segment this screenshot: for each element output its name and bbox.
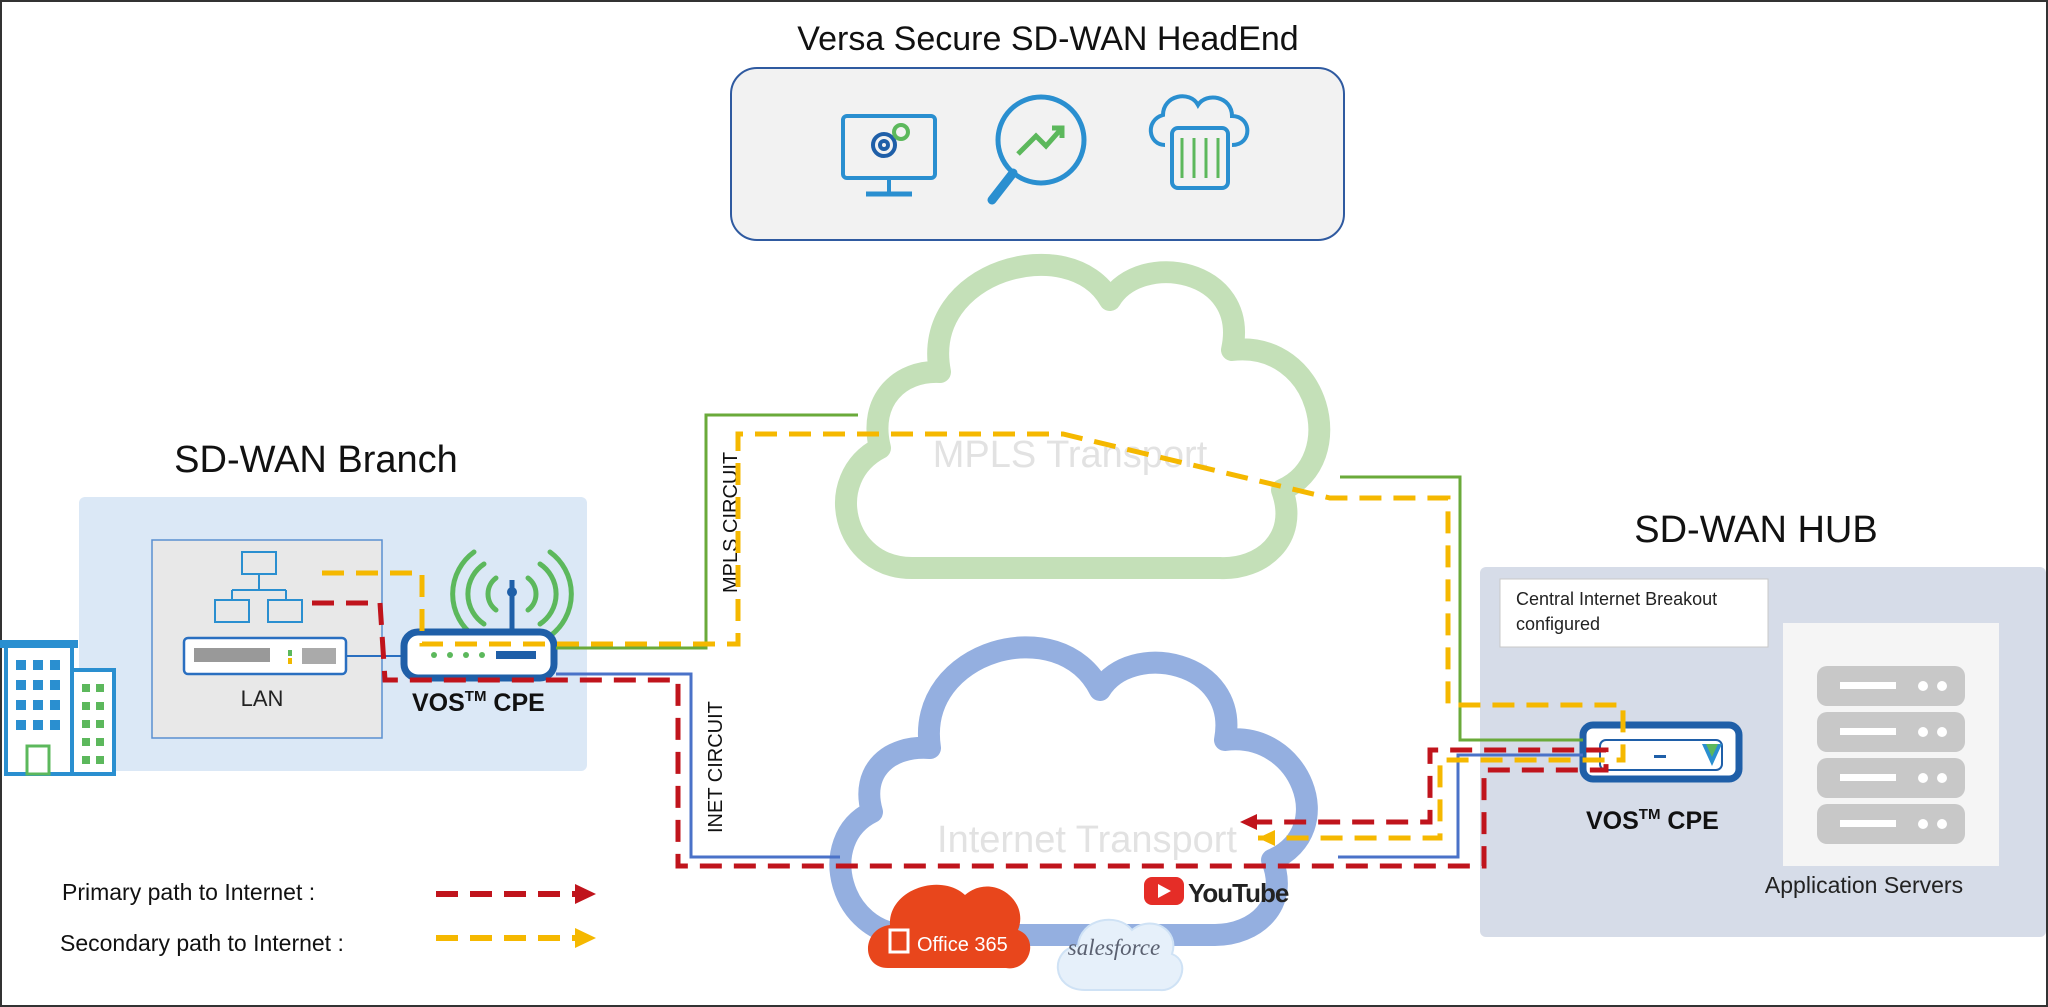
hub-note-line2: configured (1516, 614, 1600, 634)
primary-path (312, 600, 1609, 869)
mpls-transport-label: MPLS Transport (933, 434, 1208, 476)
inet-link (556, 672, 840, 859)
monitor-settings-icon (841, 114, 937, 197)
salesforce-logo: salesforce (1056, 918, 1184, 992)
mpls-circuit-label: MPLS CIRCUIT (720, 452, 742, 593)
internet-cloud (829, 636, 1318, 946)
headend-title: Versa Secure SD-WAN HeadEnd (797, 20, 1298, 58)
secondary-path (322, 431, 1626, 841)
cloud-controller-icon (1148, 94, 1250, 190)
headend-box (730, 67, 1345, 241)
secondary-path-arrowhead (1258, 830, 1275, 846)
legend-primary-label: Primary path to Internet : (62, 879, 315, 905)
svg-text:salesforce: salesforce (1068, 935, 1160, 960)
office365-logo: Office 365 (867, 884, 1031, 969)
branch-title: SD-WAN Branch (174, 439, 458, 481)
network-topology-icon (214, 551, 303, 623)
internet-transport-label: Internet Transport (937, 819, 1237, 861)
hub-cpe-label: VOSTM CPE (1586, 806, 1719, 835)
legend-primary-arrow (575, 884, 596, 904)
svg-text:Office 365: Office 365 (917, 934, 1008, 956)
analytics-magnifier-icon (987, 94, 1087, 205)
inet-circuit-label: INET CIRCUIT (705, 701, 727, 833)
hub-title: SD-WAN HUB (1634, 509, 1877, 551)
hub-note-line1: Central Internet Breakout (1516, 589, 1717, 609)
youtube-logo: YouTube (1144, 877, 1290, 908)
legend-secondary-label: Secondary path to Internet : (60, 930, 344, 956)
hub-note-box (1499, 578, 1769, 648)
inet-link-hub (1338, 753, 1583, 859)
primary-path-arrowhead (1240, 814, 1257, 830)
mpls-link (556, 413, 858, 650)
hub-cpe-router-icon (1579, 721, 1743, 783)
legend-secondary-arrow (575, 928, 596, 948)
lan-switch-icon (182, 636, 348, 676)
building-icon (0, 640, 116, 776)
lan-label: LAN (241, 686, 284, 711)
svg-text:YouTube: YouTube (1188, 878, 1289, 908)
mpls-link-hub (1340, 475, 1583, 742)
mpls-cloud (835, 254, 1331, 580)
branch-cpe-label: VOSTM CPE (412, 688, 545, 717)
app-servers-label: Application Servers (1765, 872, 1963, 898)
server-rack-icon (1817, 666, 1965, 844)
